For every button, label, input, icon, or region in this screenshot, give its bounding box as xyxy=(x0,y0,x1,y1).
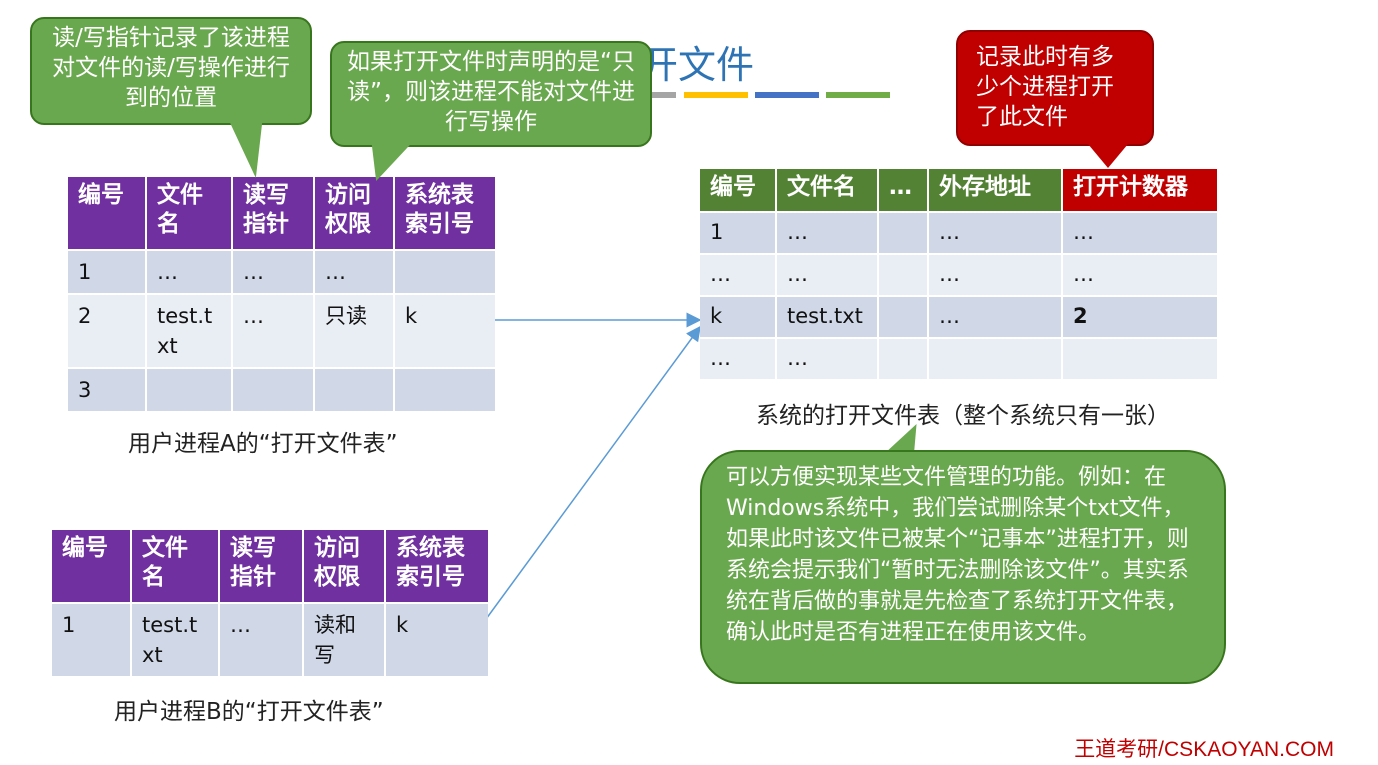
system-open-file-table: 编号 文件名 … 外存地址 打开计数器 1 … … … … … … … k te… xyxy=(698,167,1219,381)
table-row: … … xyxy=(700,339,1217,379)
col-header: 读写指针 xyxy=(233,177,313,249)
cell: … xyxy=(929,255,1061,295)
col-header-open-counter: 打开计数器 xyxy=(1063,169,1217,211)
title-decor-green xyxy=(826,92,890,98)
cell: … xyxy=(929,213,1061,253)
cell: 只读 xyxy=(315,295,393,367)
cell: … xyxy=(700,339,775,379)
callout-counter: 记录此时有多少个进程打开了此文件 xyxy=(956,30,1154,146)
col-header: 外存地址 xyxy=(929,169,1061,211)
cell: … xyxy=(700,255,775,295)
cell: … xyxy=(147,251,231,293)
cell: k xyxy=(386,604,488,676)
cell xyxy=(879,339,927,379)
col-header: 系统表索引号 xyxy=(386,530,488,602)
cell: … xyxy=(777,255,877,295)
cell: 1 xyxy=(700,213,775,253)
arrow-b-to-system xyxy=(477,325,701,631)
callout-readonly: 如果打开文件时声明的是“只读”，则该进程不能对文件进行写操作 xyxy=(330,41,652,147)
open-counter-value: 2 xyxy=(1063,297,1217,337)
page-title: 开文件 xyxy=(640,43,755,87)
cell xyxy=(879,255,927,295)
process-b-open-file-table: 编号 文件名 读写指针 访问权限 系统表索引号 1 test.txt … 读和写… xyxy=(50,528,490,678)
cell: … xyxy=(233,295,313,367)
callout-windows-example: 可以方便实现某些文件管理的功能。例如：在Windows系统中，我们尝试删除某个t… xyxy=(700,450,1226,684)
cell: … xyxy=(1063,213,1217,253)
cell xyxy=(233,369,313,411)
col-header: 编号 xyxy=(52,530,130,602)
cell xyxy=(315,369,393,411)
table-row: 3 xyxy=(68,369,495,411)
cell: … xyxy=(777,339,877,379)
cell xyxy=(879,213,927,253)
table-row: 1 test.txt … 读和写 k xyxy=(52,604,488,676)
process-b-caption: 用户进程B的“打开文件表” xyxy=(114,699,384,725)
cell: 2 xyxy=(68,295,145,367)
title-decor-blue xyxy=(755,92,819,98)
table-row: k test.txt … 2 xyxy=(700,297,1217,337)
table-row: 1 … … … xyxy=(68,251,495,293)
cell: 1 xyxy=(52,604,130,676)
col-header: 系统表索引号 xyxy=(395,177,495,249)
table-row: 1 … … … xyxy=(700,213,1217,253)
system-table-caption: 系统的打开文件表（整个系统只有一张） xyxy=(756,403,1170,429)
col-header: 文件名 xyxy=(132,530,218,602)
cell: test.txt xyxy=(147,295,231,367)
col-header: … xyxy=(879,169,927,211)
cell: … xyxy=(233,251,313,293)
cell: 1 xyxy=(68,251,145,293)
col-header: 编号 xyxy=(700,169,775,211)
table-row: … … … … xyxy=(700,255,1217,295)
cell: k xyxy=(395,295,495,367)
cell xyxy=(147,369,231,411)
cell: … xyxy=(929,297,1061,337)
cell: … xyxy=(1063,255,1217,295)
cell xyxy=(1063,339,1217,379)
title-decor-gold xyxy=(684,92,748,98)
cell: k xyxy=(700,297,775,337)
cell: … xyxy=(777,213,877,253)
col-header: 文件名 xyxy=(777,169,877,211)
cell xyxy=(929,339,1061,379)
col-header: 访问权限 xyxy=(304,530,384,602)
col-header: 访问权限 xyxy=(315,177,393,249)
col-header: 读写指针 xyxy=(220,530,302,602)
cell: … xyxy=(315,251,393,293)
table-row: 2 test.txt … 只读 k xyxy=(68,295,495,367)
col-header: 文件名 xyxy=(147,177,231,249)
cell xyxy=(395,369,495,411)
cell: 读和写 xyxy=(304,604,384,676)
cell: test.txt xyxy=(777,297,877,337)
cell xyxy=(879,297,927,337)
callout-counter-tail xyxy=(1088,144,1128,168)
cell: 3 xyxy=(68,369,145,411)
col-header: 编号 xyxy=(68,177,145,249)
footer-brand: 王道考研/CSKAOYAN.COM xyxy=(1074,738,1334,761)
process-a-open-file-table: 编号 文件名 读写指针 访问权限 系统表索引号 1 … … … 2 test.t… xyxy=(66,175,497,413)
callout-pointer: 读/写指针记录了该进程对文件的读/写操作进行到的位置 xyxy=(30,17,312,125)
cell xyxy=(395,251,495,293)
cell: … xyxy=(220,604,302,676)
cell: test.txt xyxy=(132,604,218,676)
process-a-caption: 用户进程A的“打开文件表” xyxy=(128,431,398,457)
